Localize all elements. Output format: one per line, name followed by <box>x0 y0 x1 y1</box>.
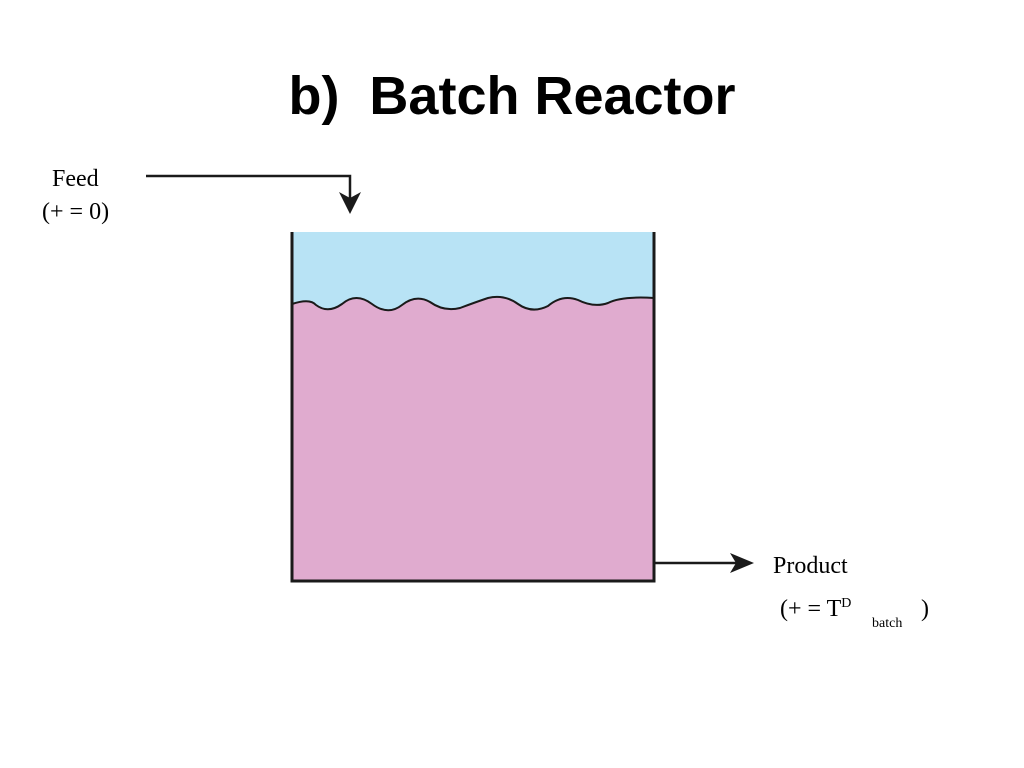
feed-arrow-line <box>146 174 352 200</box>
feed-condition: (+ = 0) <box>42 199 109 225</box>
product-condition-sub: batch <box>872 616 902 631</box>
product-arrowhead <box>730 553 754 573</box>
reactor-vessel-outline <box>290 232 656 583</box>
liquid-surface-line <box>291 295 655 312</box>
product-condition-close: ) <box>921 596 929 622</box>
product-condition: (+ = TDbatch) <box>780 596 929 631</box>
slide-title: b) Batch Reactor <box>288 66 736 126</box>
feed-label: Feed <box>52 166 99 192</box>
reactor-liquid <box>292 296 654 580</box>
product-label: Product <box>773 553 848 579</box>
product-condition-sup: D <box>841 596 851 611</box>
product-condition-open: (+ = T <box>780 596 842 622</box>
feed-arrowhead <box>339 192 361 214</box>
